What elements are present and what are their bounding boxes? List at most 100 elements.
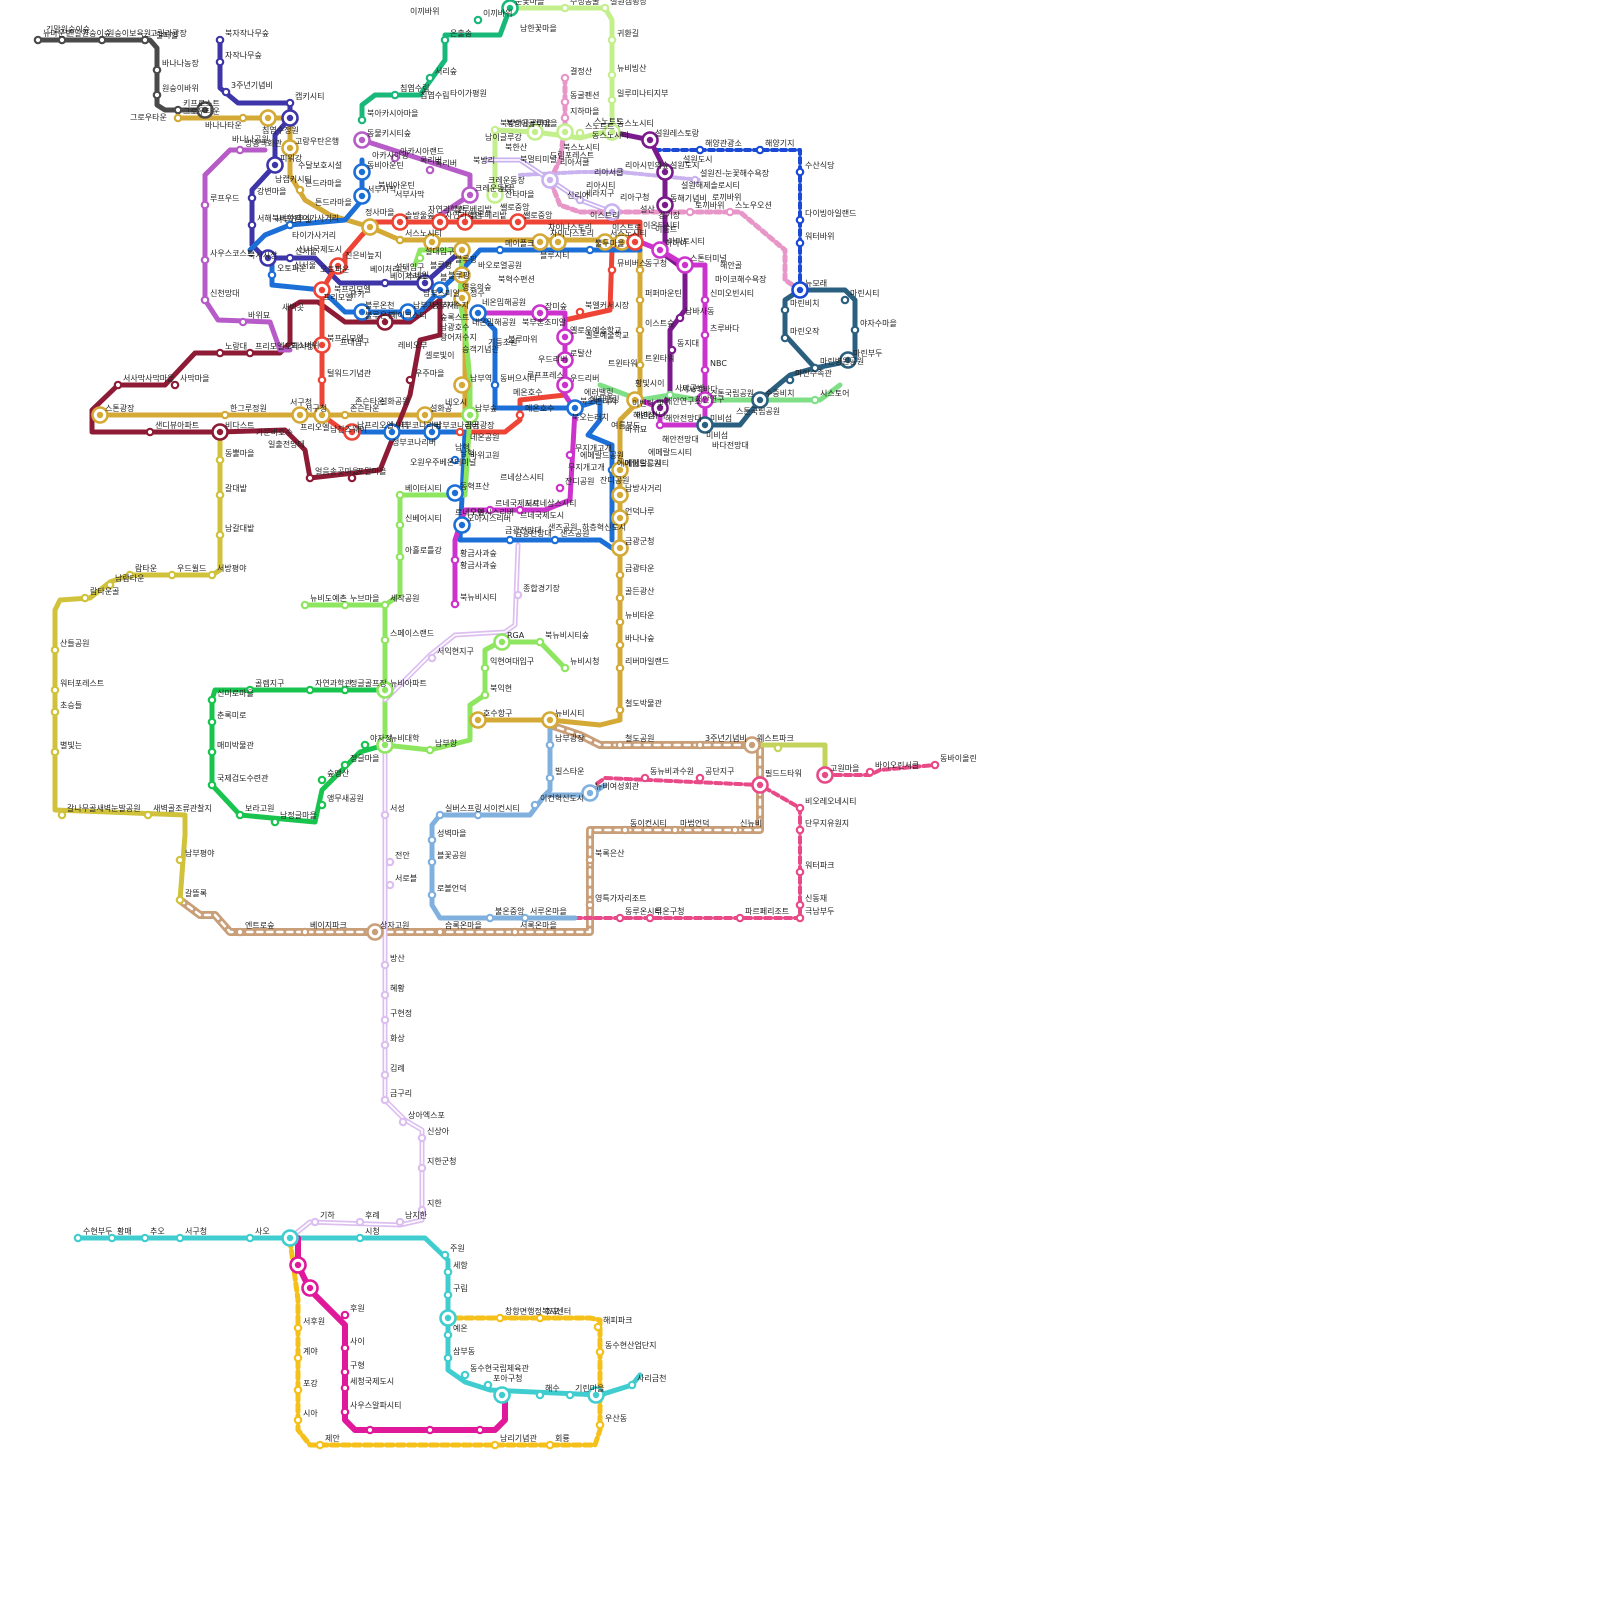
station-marker[interactable] <box>560 97 570 107</box>
station-marker[interactable] <box>200 255 210 265</box>
station-marker[interactable] <box>565 1390 575 1400</box>
station-marker[interactable] <box>455 427 465 437</box>
station-marker[interactable] <box>545 1440 555 1450</box>
station-marker[interactable] <box>415 253 425 263</box>
station-marker[interactable] <box>607 95 617 105</box>
station-marker[interactable] <box>795 215 805 225</box>
station-marker[interactable] <box>735 913 745 923</box>
station-marker[interactable] <box>140 35 150 45</box>
station-marker[interactable] <box>295 185 305 195</box>
station-marker[interactable] <box>490 1440 500 1450</box>
station-marker[interactable] <box>425 73 435 83</box>
station-marker[interactable] <box>615 705 625 715</box>
station-marker[interactable] <box>675 313 685 323</box>
station-marker[interactable] <box>560 73 570 83</box>
station-marker[interactable] <box>270 817 280 827</box>
station-marker[interactable] <box>450 599 460 609</box>
station-marker[interactable] <box>175 895 185 905</box>
station-marker[interactable] <box>485 913 495 923</box>
station-marker[interactable] <box>293 1415 303 1425</box>
station-marker[interactable] <box>850 325 860 335</box>
station-marker[interactable] <box>627 1380 637 1390</box>
station-marker[interactable] <box>695 773 705 783</box>
station-marker[interactable] <box>435 810 445 820</box>
station-marker[interactable] <box>315 1440 325 1450</box>
station-marker[interactable] <box>417 1205 427 1215</box>
station-marker[interactable] <box>585 855 595 865</box>
station-marker[interactable] <box>247 220 257 230</box>
station-marker[interactable] <box>267 270 277 280</box>
station-marker[interactable] <box>530 800 540 810</box>
station-marker[interactable] <box>340 1343 350 1353</box>
station-marker[interactable] <box>555 483 565 493</box>
station-marker[interactable] <box>175 855 185 865</box>
station-marker[interactable] <box>113 380 123 390</box>
station-marker[interactable] <box>635 325 645 335</box>
station-marker[interactable] <box>385 880 395 890</box>
station-marker[interactable] <box>585 900 595 910</box>
station-marker[interactable] <box>73 1233 83 1243</box>
station-marker[interactable] <box>305 473 315 483</box>
station-marker[interactable] <box>615 740 625 750</box>
station-marker[interactable] <box>565 450 575 460</box>
station-marker[interactable] <box>635 265 645 275</box>
station-marker[interactable] <box>235 145 245 155</box>
station-marker[interactable] <box>300 600 310 610</box>
station-marker[interactable] <box>380 635 390 645</box>
station-marker[interactable] <box>575 128 585 138</box>
station-marker[interactable] <box>380 1095 390 1105</box>
station-marker[interactable] <box>50 685 60 695</box>
station-marker[interactable] <box>635 295 645 305</box>
station-marker[interactable] <box>615 617 625 627</box>
station-marker[interactable] <box>395 235 405 245</box>
station-marker[interactable] <box>435 927 445 937</box>
station-marker[interactable] <box>483 1380 493 1390</box>
station-marker[interactable] <box>575 195 585 205</box>
station-marker[interactable] <box>427 890 437 900</box>
station-marker[interactable] <box>360 740 370 750</box>
station-marker[interactable] <box>545 740 555 750</box>
station-marker[interactable] <box>560 113 570 123</box>
station-marker[interactable] <box>380 990 390 1000</box>
station-marker[interactable] <box>515 410 525 420</box>
station-marker[interactable] <box>285 98 295 108</box>
station-marker[interactable] <box>460 1370 470 1380</box>
station-marker[interactable] <box>220 410 230 420</box>
station-marker[interactable] <box>380 810 390 820</box>
station-marker[interactable] <box>143 810 153 820</box>
station-marker[interactable] <box>785 375 795 385</box>
station-marker[interactable] <box>385 857 395 867</box>
station-marker[interactable] <box>607 265 617 275</box>
station-marker[interactable] <box>535 1313 545 1323</box>
station-marker[interactable] <box>395 520 405 530</box>
station-marker[interactable] <box>795 167 805 177</box>
station-marker[interactable] <box>340 1310 350 1320</box>
station-marker[interactable] <box>285 220 295 230</box>
station-marker[interactable] <box>485 505 495 515</box>
station-marker[interactable] <box>207 695 217 705</box>
station-marker[interactable] <box>245 1233 255 1243</box>
station-marker[interactable] <box>340 1367 350 1377</box>
station-marker[interactable] <box>57 810 67 820</box>
station-marker[interactable] <box>152 90 162 100</box>
station-marker[interactable] <box>152 65 162 75</box>
station-marker[interactable] <box>340 1407 350 1417</box>
station-marker[interactable] <box>473 810 483 820</box>
station-marker[interactable] <box>645 913 655 923</box>
station-marker[interactable] <box>600 3 610 13</box>
station-marker[interactable] <box>140 1233 150 1243</box>
station-marker[interactable] <box>105 580 115 590</box>
station-marker[interactable] <box>380 1070 390 1080</box>
station-marker[interactable] <box>795 913 805 923</box>
station-marker[interactable] <box>357 115 367 125</box>
station-marker[interactable] <box>700 295 710 305</box>
station-marker[interactable] <box>380 278 390 288</box>
station-marker[interactable] <box>340 1383 350 1393</box>
station-marker[interactable] <box>355 1233 365 1243</box>
station-marker[interactable] <box>340 760 350 770</box>
station-marker[interactable] <box>607 70 617 80</box>
station-marker[interactable] <box>810 395 820 405</box>
station-marker[interactable] <box>50 747 60 757</box>
station-marker[interactable] <box>450 555 460 565</box>
station-marker[interactable] <box>930 760 940 770</box>
